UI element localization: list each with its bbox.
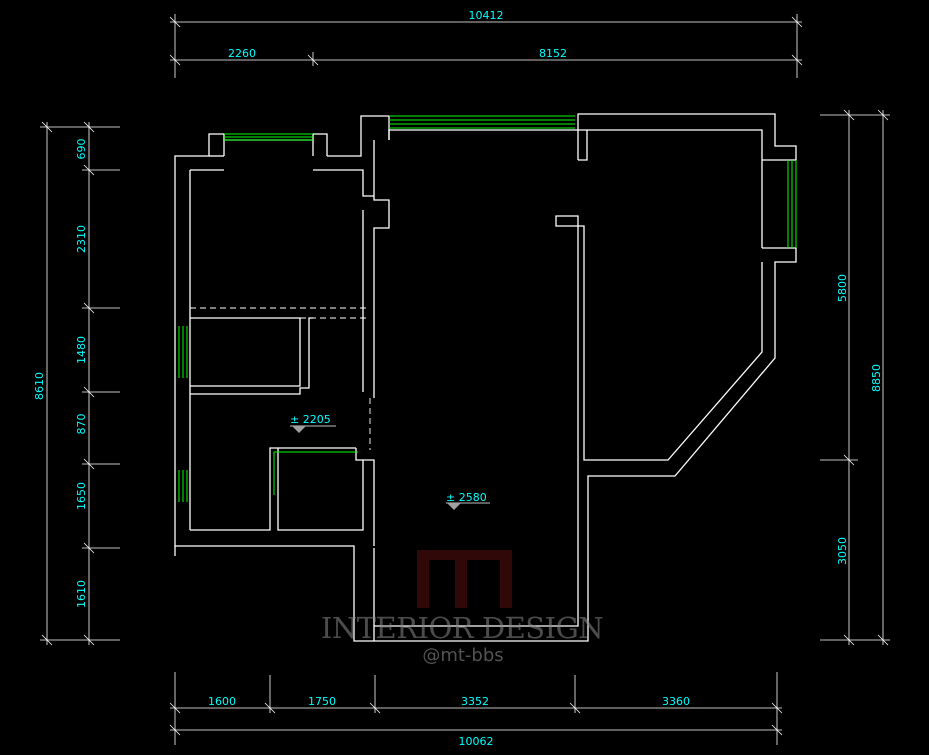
windows [178,115,797,502]
level-marker-a: ± 2205 [290,413,336,433]
watermark-logo-icon [417,550,512,608]
dim-left-6: 1610 [75,580,88,608]
dim-bottom-1: 1600 [208,695,236,708]
dim-bottom-total: 10062 [459,735,494,748]
dim-left-4: 870 [75,414,88,435]
dim-bottom-2: 1750 [308,695,336,708]
dim-left-5: 1650 [75,482,88,510]
dim-right-lower: 3050 [836,537,849,565]
dashed-lines [190,307,371,450]
watermark: INTERIOR DESIGN @mt-bbs [321,550,604,666]
level-label-a: ± 2205 [290,413,331,426]
dim-left-2: 2310 [75,225,88,253]
dim-top-right: 8152 [539,47,567,60]
dimension-lines [40,14,890,745]
dim-right-total: 8850 [870,364,883,392]
dim-bottom-4: 3360 [662,695,690,708]
level-label-b: ± 2580 [446,491,487,504]
dim-left-1: 690 [75,139,88,160]
dim-right-upper: 5800 [836,274,849,302]
level-triangle-icon [292,426,306,433]
dim-left-3: 1480 [75,336,88,364]
dim-left-total: 8610 [33,372,46,400]
walls [174,113,797,642]
watermark-handle: @mt-bbs [422,645,503,666]
dim-top-total: 10412 [469,9,504,22]
level-marker-b: ± 2580 [446,491,490,510]
level-triangle-icon [447,503,461,510]
watermark-title: INTERIOR DESIGN [321,611,603,645]
dim-top-left: 2260 [228,47,256,60]
dim-bottom-3: 3352 [461,695,489,708]
dimension-labels: 10412 2260 8152 8610 690 2310 1480 870 1… [33,9,883,748]
